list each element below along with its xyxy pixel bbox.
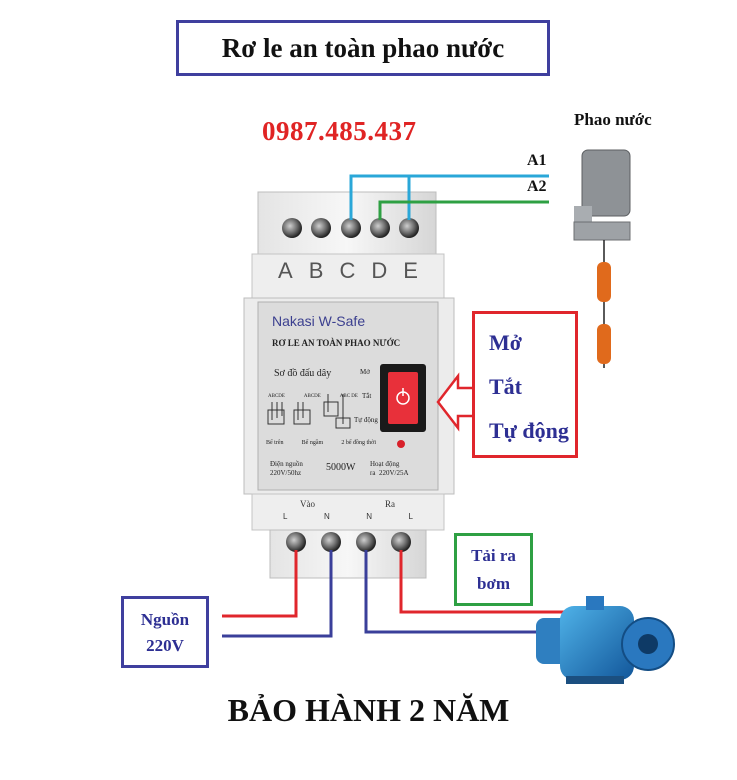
switch-label-auto: Tự động	[354, 416, 378, 424]
screw-c	[341, 218, 361, 238]
device-name: RƠ LE AN TOÀN PHAO NƯỚC	[272, 338, 401, 348]
wire-power-l	[222, 550, 298, 618]
status-led	[397, 440, 405, 448]
screw-l-in	[286, 532, 306, 552]
top-screws	[282, 218, 419, 238]
screw-b	[311, 218, 331, 238]
float-switch-label: Phao nước	[574, 110, 652, 129]
mini-diagram-label: Bể trên	[266, 440, 284, 446]
device-brand: Nakasi W-Safe	[272, 313, 366, 329]
terminal-letter: A	[278, 258, 293, 283]
front-panel	[257, 301, 439, 491]
in-label: Vào	[300, 499, 315, 509]
arrow-to-switch	[436, 372, 472, 432]
title-box: Rơ le an toàn phao nước	[176, 20, 550, 76]
terminal-letter: E	[403, 258, 418, 283]
wire-a1-c	[349, 174, 549, 220]
mode-off: Tắt	[489, 374, 522, 399]
screw-e	[399, 218, 419, 238]
bottom-screws	[286, 532, 411, 552]
out-label: Ra	[385, 499, 395, 509]
bottom-terminal-letter: N	[366, 512, 373, 521]
float-switch-drawing	[573, 149, 631, 368]
screw-a	[282, 218, 302, 238]
mini-diagram-codes: ABCDE ABCDE ABC DE	[268, 394, 358, 399]
rocker-switch	[388, 372, 418, 424]
wattage: 5000W	[326, 462, 356, 473]
load-label: Tải ra bơm	[471, 546, 516, 593]
phone-number: 0987.485.437	[262, 116, 417, 146]
mini-diagram-label: Bể ngầm	[301, 440, 324, 446]
wire-pump-l	[399, 550, 565, 614]
mode-box: Mở Tắt Tự động	[472, 311, 578, 458]
mini-diagram-code: ABC DE	[339, 394, 358, 399]
output-spec: Hoạt động ra 220V/25A	[370, 460, 409, 477]
warranty-text: BẢO HÀNH 2 NĂM	[227, 692, 510, 728]
screw-n-in	[321, 532, 341, 552]
switch-label-off: Tắt	[362, 392, 372, 400]
wire-a2-label: A2	[527, 178, 547, 195]
screw-n-out	[356, 532, 376, 552]
top-terminal-letters: A B C D E	[278, 258, 418, 284]
float-wires	[349, 174, 549, 220]
wire-a2-d	[378, 200, 549, 220]
terminal-letter: B	[308, 258, 324, 283]
bottom-terminal-letter: L	[408, 512, 413, 521]
mode-auto: Tự động	[489, 418, 569, 443]
wire-a1-label: A1	[527, 152, 547, 169]
switch-label-on: Mở	[360, 368, 370, 376]
mini-wiring-diagrams	[267, 394, 351, 429]
screw-l-out	[391, 532, 411, 552]
mini-diagram-labels: Bể trên Bể ngầm 2 bể đồng thời	[266, 440, 376, 446]
mini-diagram-code: ABCDE	[268, 394, 285, 399]
bottom-label-band	[251, 493, 445, 531]
screw-d	[370, 218, 390, 238]
load-box: Tải ra bơm	[454, 533, 533, 606]
top-letter-band	[251, 253, 445, 299]
mini-diagram-code: ABCDE	[303, 394, 321, 399]
mode-on: Mở	[489, 330, 522, 355]
bottom-terminal-letters: L N N L	[283, 512, 413, 521]
terminal-letter: D	[371, 258, 388, 283]
wiring-title: Sơ đồ đấu dây	[274, 368, 332, 379]
power-box: Nguồn 220V	[121, 596, 209, 668]
bottom-terminal-letter: L	[283, 512, 288, 521]
mini-diagram-label: 2 bể đồng thời	[341, 440, 376, 446]
wire-power-n	[222, 550, 333, 638]
pump-drawing	[536, 596, 675, 684]
page-title: Rơ le an toàn phao nước	[221, 32, 505, 63]
power-wires	[222, 550, 565, 638]
wire-pump-n	[364, 550, 540, 634]
power-label: Nguồn 220V	[140, 610, 190, 655]
bottom-terminal-letter: N	[323, 512, 330, 521]
power-spec: Điện nguồn 220V/50hz	[270, 460, 303, 477]
terminal-letter: C	[339, 258, 356, 283]
